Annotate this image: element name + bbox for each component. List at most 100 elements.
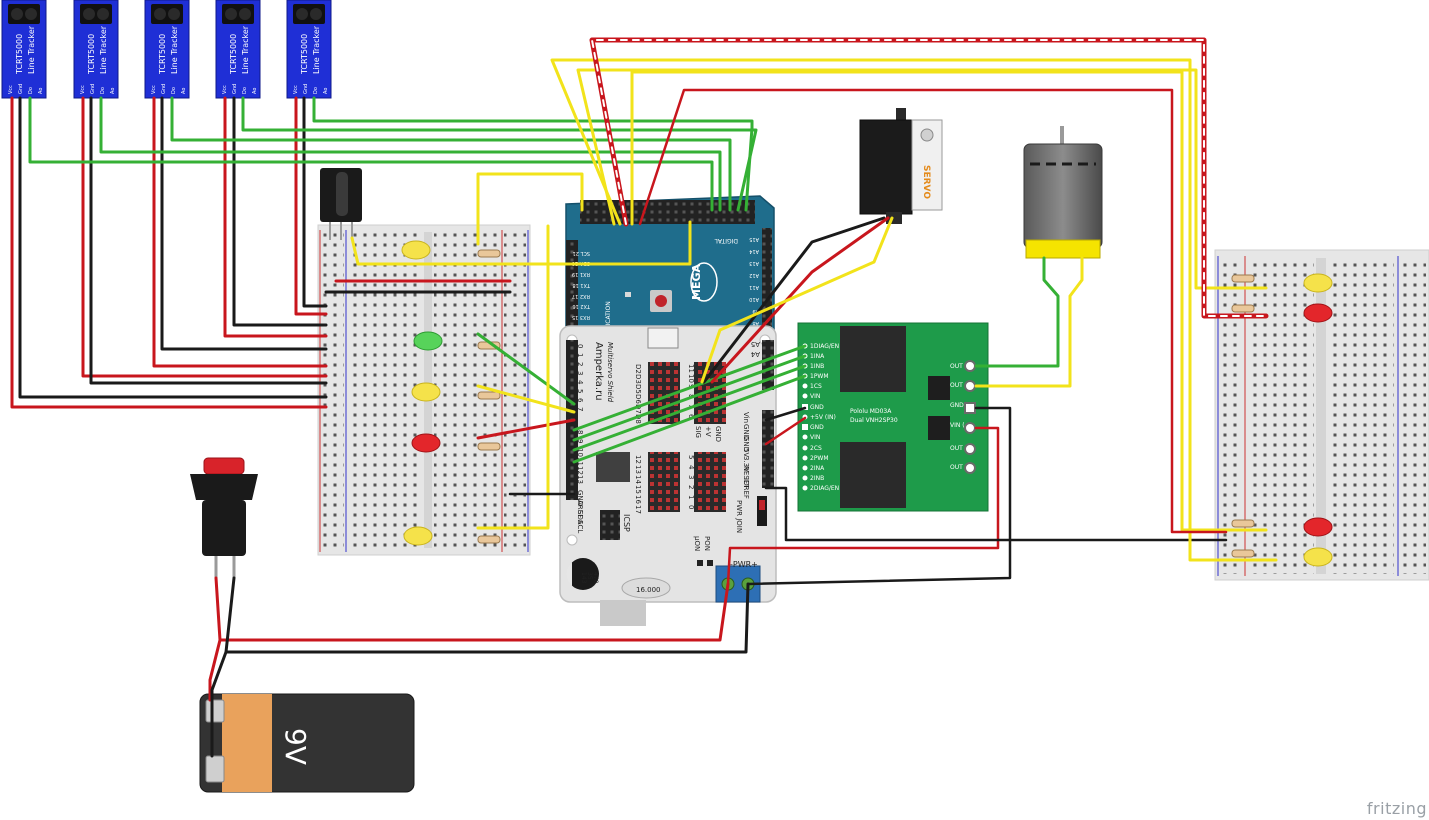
driver-left-pins: 1DIAG/EN 1INA 1INB 1PWM 1CS VIN GND +5V … — [810, 343, 839, 492]
servo-header-bottom-right — [694, 452, 726, 512]
wire-red — [638, 88, 1228, 534]
reset-button-cap[interactable] — [655, 295, 667, 307]
wire-red — [764, 416, 807, 446]
wire-black — [160, 96, 328, 351]
shield-right-pin: 4 — [687, 465, 695, 470]
shield-d-pin: D6 — [634, 394, 642, 404]
sensor-pin-vcc: Vcc — [293, 85, 299, 94]
comm-pin-4: RX2 17 — [572, 293, 590, 299]
wire-green — [28, 96, 714, 212]
resistor — [477, 442, 501, 451]
resistor — [477, 535, 501, 544]
shield-name: Multiservo Shield — [606, 342, 614, 403]
analog-header — [762, 228, 772, 328]
shield-mid-pin: 14 — [634, 475, 642, 484]
sig-label: SIG — [694, 426, 702, 438]
resistor — [1231, 304, 1255, 313]
shield-right-pin: 11 — [687, 364, 695, 373]
line-tracker-sensor: TCRT5000 Line Tracker Vcc Gnd Do Ao — [286, 0, 332, 99]
capacitor-value-0: 470 — [592, 572, 599, 584]
wire-black — [746, 406, 1012, 586]
shield-right-pin: 6 — [687, 414, 695, 419]
driver-pin-label: GND — [810, 424, 824, 431]
pwr-join-jumper[interactable] — [757, 496, 767, 526]
wire-green — [572, 364, 807, 452]
sensor-model: TCRT5000 — [15, 34, 24, 75]
sensor-pin-do: Do — [100, 87, 106, 94]
communication-label: NICATION — [605, 301, 612, 330]
motor-driver-board: Pololu MD03A Dual VNH2SP30 1DIAG/EN 1INA… — [797, 322, 989, 512]
sensor-pin-vcc: Vcc — [8, 85, 14, 94]
driver-title: Pololu MD03A — [850, 408, 892, 415]
servo-motor: SERVO — [859, 108, 943, 224]
battery-terminal-positive — [205, 699, 225, 723]
led-yellow — [401, 240, 431, 260]
mega-logo: MEGA — [690, 264, 703, 300]
driver-out-label: OUT 1A — [950, 363, 974, 370]
wire-black — [210, 650, 228, 758]
sensor-type: Line Tracker — [312, 25, 321, 74]
sensor-pin-gnd: Gnd — [18, 84, 24, 94]
driver-pin-label: 1INA — [810, 353, 825, 360]
sensor-type: Line Tracker — [27, 25, 36, 74]
led-yellow — [1303, 273, 1333, 293]
analog-pin-4: A11 — [749, 284, 759, 290]
driver-pin-label: 1DIAG/EN — [810, 343, 839, 350]
push-button[interactable] — [190, 457, 258, 578]
resistor — [1231, 274, 1255, 283]
driver-chip-2 — [840, 442, 906, 508]
wire-yellow — [476, 384, 576, 414]
shield-mid-pin: 17 — [634, 505, 642, 514]
shield-left-pin: 13 — [576, 475, 584, 484]
shield-left-pin: 11 — [576, 457, 584, 466]
wire-red — [223, 96, 328, 338]
wire-yellow — [630, 70, 1268, 532]
sensor-pin-ao: Ao — [110, 88, 116, 94]
comm-pin-5: TX2 16 — [572, 303, 591, 309]
driver-pin-label: 1INB — [810, 363, 824, 370]
wire-green — [572, 354, 807, 442]
driver-out-label: VIN (+) — [950, 422, 972, 429]
driver-out-label: OUT 2A — [950, 445, 974, 452]
led-red — [1303, 517, 1333, 537]
sig-gnd-label: GND — [714, 426, 722, 442]
shield-mid-pin: 16 — [634, 495, 642, 504]
sensor-type: Line Tracker — [170, 25, 179, 74]
wire-yellow — [476, 172, 584, 246]
jumper-pon[interactable] — [707, 560, 713, 566]
wire-yellow — [350, 220, 692, 266]
shield-d-pin: D3 — [634, 374, 642, 384]
wire-black — [764, 406, 807, 422]
jumper-uon[interactable] — [697, 560, 703, 566]
shield-left-pin: 3 — [576, 371, 584, 375]
sensor-pin-gnd: Gnd — [232, 84, 238, 94]
shield-d-pin: D5 — [634, 384, 642, 394]
driver-subtitle: Dual VNH2SP30 — [850, 417, 898, 424]
analog-pin-3: A12 — [749, 272, 759, 278]
analog-pin-0: A15 — [749, 236, 759, 242]
driver-pin-label: 1PWM — [810, 373, 829, 380]
shield-left-pin: 5 — [576, 389, 584, 393]
multiservo-shield: 16.000 470 35 143 Amperka.ru Multiservo … — [559, 325, 777, 626]
sensor-type: Line Tracker — [99, 25, 108, 74]
shield-brand: Amperka.ru — [593, 342, 604, 401]
sensor-pin-do: Do — [242, 87, 248, 94]
shield-analog-a5: A5 — [751, 340, 760, 348]
mega-logo-outline — [690, 262, 718, 302]
shield-left-pin: 12 — [576, 466, 584, 475]
servo-horn — [920, 128, 934, 142]
analog-pin-7: A8 — [752, 320, 759, 326]
sensor-model: TCRT5000 — [87, 34, 96, 75]
shield-left-pin: 8 — [576, 430, 584, 434]
wire-green — [170, 96, 732, 212]
led-green — [413, 331, 443, 351]
sensor-pin-gnd: Gnd — [303, 84, 309, 94]
resistor — [477, 391, 501, 400]
sensor-pin-vcc: Vcc — [222, 85, 228, 94]
driver-pin-label: VIN — [810, 434, 820, 441]
wire-red — [152, 96, 328, 368]
shield-left-pin: 9 — [576, 439, 584, 443]
driver-pin-label: 2INB — [810, 475, 824, 482]
shield-mid-pin: 12 — [634, 455, 642, 464]
sensor-pin-ao: Ao — [181, 88, 187, 94]
